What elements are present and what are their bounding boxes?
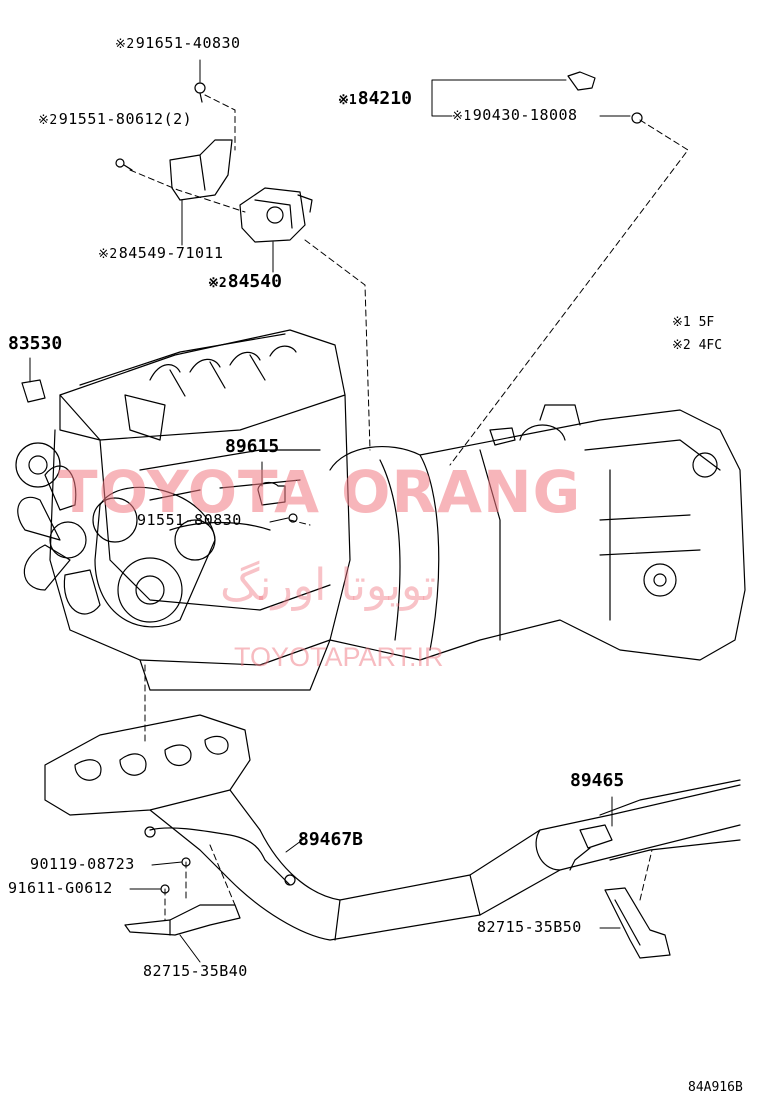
label-82715-35B40: 82715-35B40 (143, 962, 248, 980)
bracket-35B40-drawing (124, 904, 241, 936)
label-number: 91551-80612(2) (58, 110, 193, 128)
label-90430-18008: ※190430-18008 (452, 106, 578, 124)
label-number: 90430-18008 (472, 106, 578, 124)
legend-item-1: ※1 5F (672, 316, 714, 329)
label-82715-35B50: 82715-35B50 (477, 918, 582, 936)
label-mark: ※2 (38, 113, 58, 128)
label-84540: ※284540 (208, 273, 282, 291)
label-mark: ※2 (98, 247, 118, 262)
label-91611-G0612: 91611-G0612 (8, 879, 113, 897)
assembly-lines (129, 94, 689, 921)
label-mark: ※1 (338, 93, 357, 108)
leader-lines (29, 59, 631, 963)
label-number: 84210 (357, 88, 412, 109)
legend-mark: ※1 (672, 315, 691, 330)
transmission-drawing (329, 404, 746, 661)
legend-item-2: ※2 4FC (672, 339, 722, 352)
label-91551-80830: 91551-80830 (137, 511, 242, 529)
label-83530: 83530 (8, 333, 63, 354)
diagram-code: 84A916B (688, 1080, 743, 1095)
label-89465: 89465 (570, 770, 625, 791)
label-number: 84549-71011 (118, 244, 224, 262)
label-84210: ※184210 (338, 90, 412, 108)
label-number: 84540 (227, 271, 282, 292)
legend-text: 4FC (698, 338, 723, 353)
label-89615: 89615 (225, 436, 280, 457)
label-mark: ※2 (115, 37, 135, 52)
bracket-84549-drawing (169, 139, 233, 201)
label-89467B: 89467B (298, 829, 364, 850)
engine-drawing (15, 329, 351, 691)
bracket-35B50-drawing (604, 887, 671, 959)
switch-84210-drawing (567, 71, 596, 91)
exhaust-manifold-drawing (44, 714, 261, 881)
legend-mark: ※2 (672, 338, 691, 353)
small-parts-drawing (21, 82, 643, 894)
label-90119-08723: 90119-08723 (30, 855, 135, 873)
label-84549-71011: ※284549-71011 (98, 244, 224, 262)
legend-text: 5F (698, 315, 715, 330)
switch-84540-drawing (239, 187, 313, 243)
exhaust-pipe-drawing (144, 779, 741, 941)
label-mark: ※1 (452, 109, 472, 124)
label-91651-40830: ※291651-40830 (115, 34, 241, 52)
label-mark: ※2 (208, 276, 227, 291)
label-91551-80612: ※291551-80612(2) (38, 110, 193, 128)
label-number: 91651-40830 (135, 34, 241, 52)
